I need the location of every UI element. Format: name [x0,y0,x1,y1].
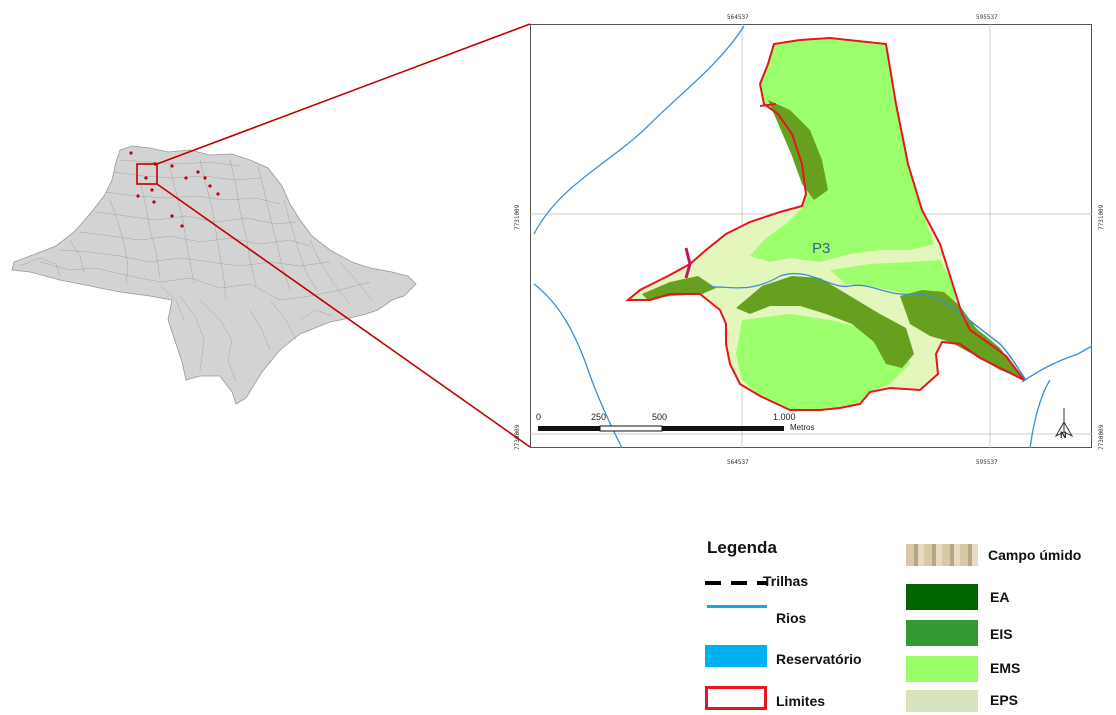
inset-highlight-box [136,163,158,185]
connector-bottom [156,183,531,448]
legend-ea-label: EA [990,589,1010,605]
coord-y-upper-left: 7731009 [514,204,521,230]
legend-trilhas-label: Trilhas [763,573,809,589]
area-ea-center [736,276,914,368]
legend-ems-swatch [906,656,978,682]
coord-x-bottom-left: 564537 [727,459,749,466]
coord-y-lower-right: 7730009 [1098,424,1105,450]
legend-eis-swatch [906,620,978,646]
legend-eps-swatch [906,690,978,712]
scale-bar [538,425,784,432]
area-ea-east [900,290,1022,378]
legend-campo-umido-swatch [906,544,978,566]
legend-rios-label: Rios [776,610,807,626]
area-boundary [625,36,1025,411]
legend-trilhas-symbol [705,581,767,585]
scale-tick-500: 500 [652,412,668,422]
west-stub [684,247,692,279]
scale-tick-0: 0 [536,412,542,422]
state-outline [11,145,417,405]
state-inset-map [11,145,417,405]
coord-y-lower-left: 7730009 [514,424,521,450]
legend-reservatorio-symbol [705,645,767,667]
area-ems-2 [830,260,956,300]
legend-ems-label: EMS [990,660,1021,676]
coord-y-upper-right: 7731009 [1098,204,1105,230]
legend-eis-label: EIS [990,626,1013,642]
legend-campo-umido-label: Campo úmido [988,547,1082,563]
legend-limites-label: Limites [776,693,826,709]
coord-x-bottom-right: 595537 [976,459,998,466]
legend-limites-symbol [705,686,767,710]
coord-x-top-right: 595537 [976,14,998,21]
scale-tick-1000: 1.000 [773,412,796,422]
north-arrow-icon [1054,408,1074,438]
north-stub [759,103,777,107]
legend-title: Legenda [707,538,777,557]
connector-top [156,23,531,165]
legend-rios-symbol [707,605,767,608]
municipal-boundaries [19,159,373,383]
legend-reservatorio-label: Reservatório [776,651,862,667]
plot-label: P3 [812,240,831,257]
legend-eps-label: EPS [990,692,1019,708]
legend-ea-swatch [906,584,978,610]
scale-tick-250: 250 [591,412,607,422]
river-inside [709,272,1027,381]
coord-x-top-left: 564537 [727,14,749,21]
area-ems [750,38,934,262]
scale-unit: Metros [790,423,815,432]
area-ems-3 [736,314,910,410]
detail-map [530,24,1092,448]
north-label: N [1060,430,1067,440]
